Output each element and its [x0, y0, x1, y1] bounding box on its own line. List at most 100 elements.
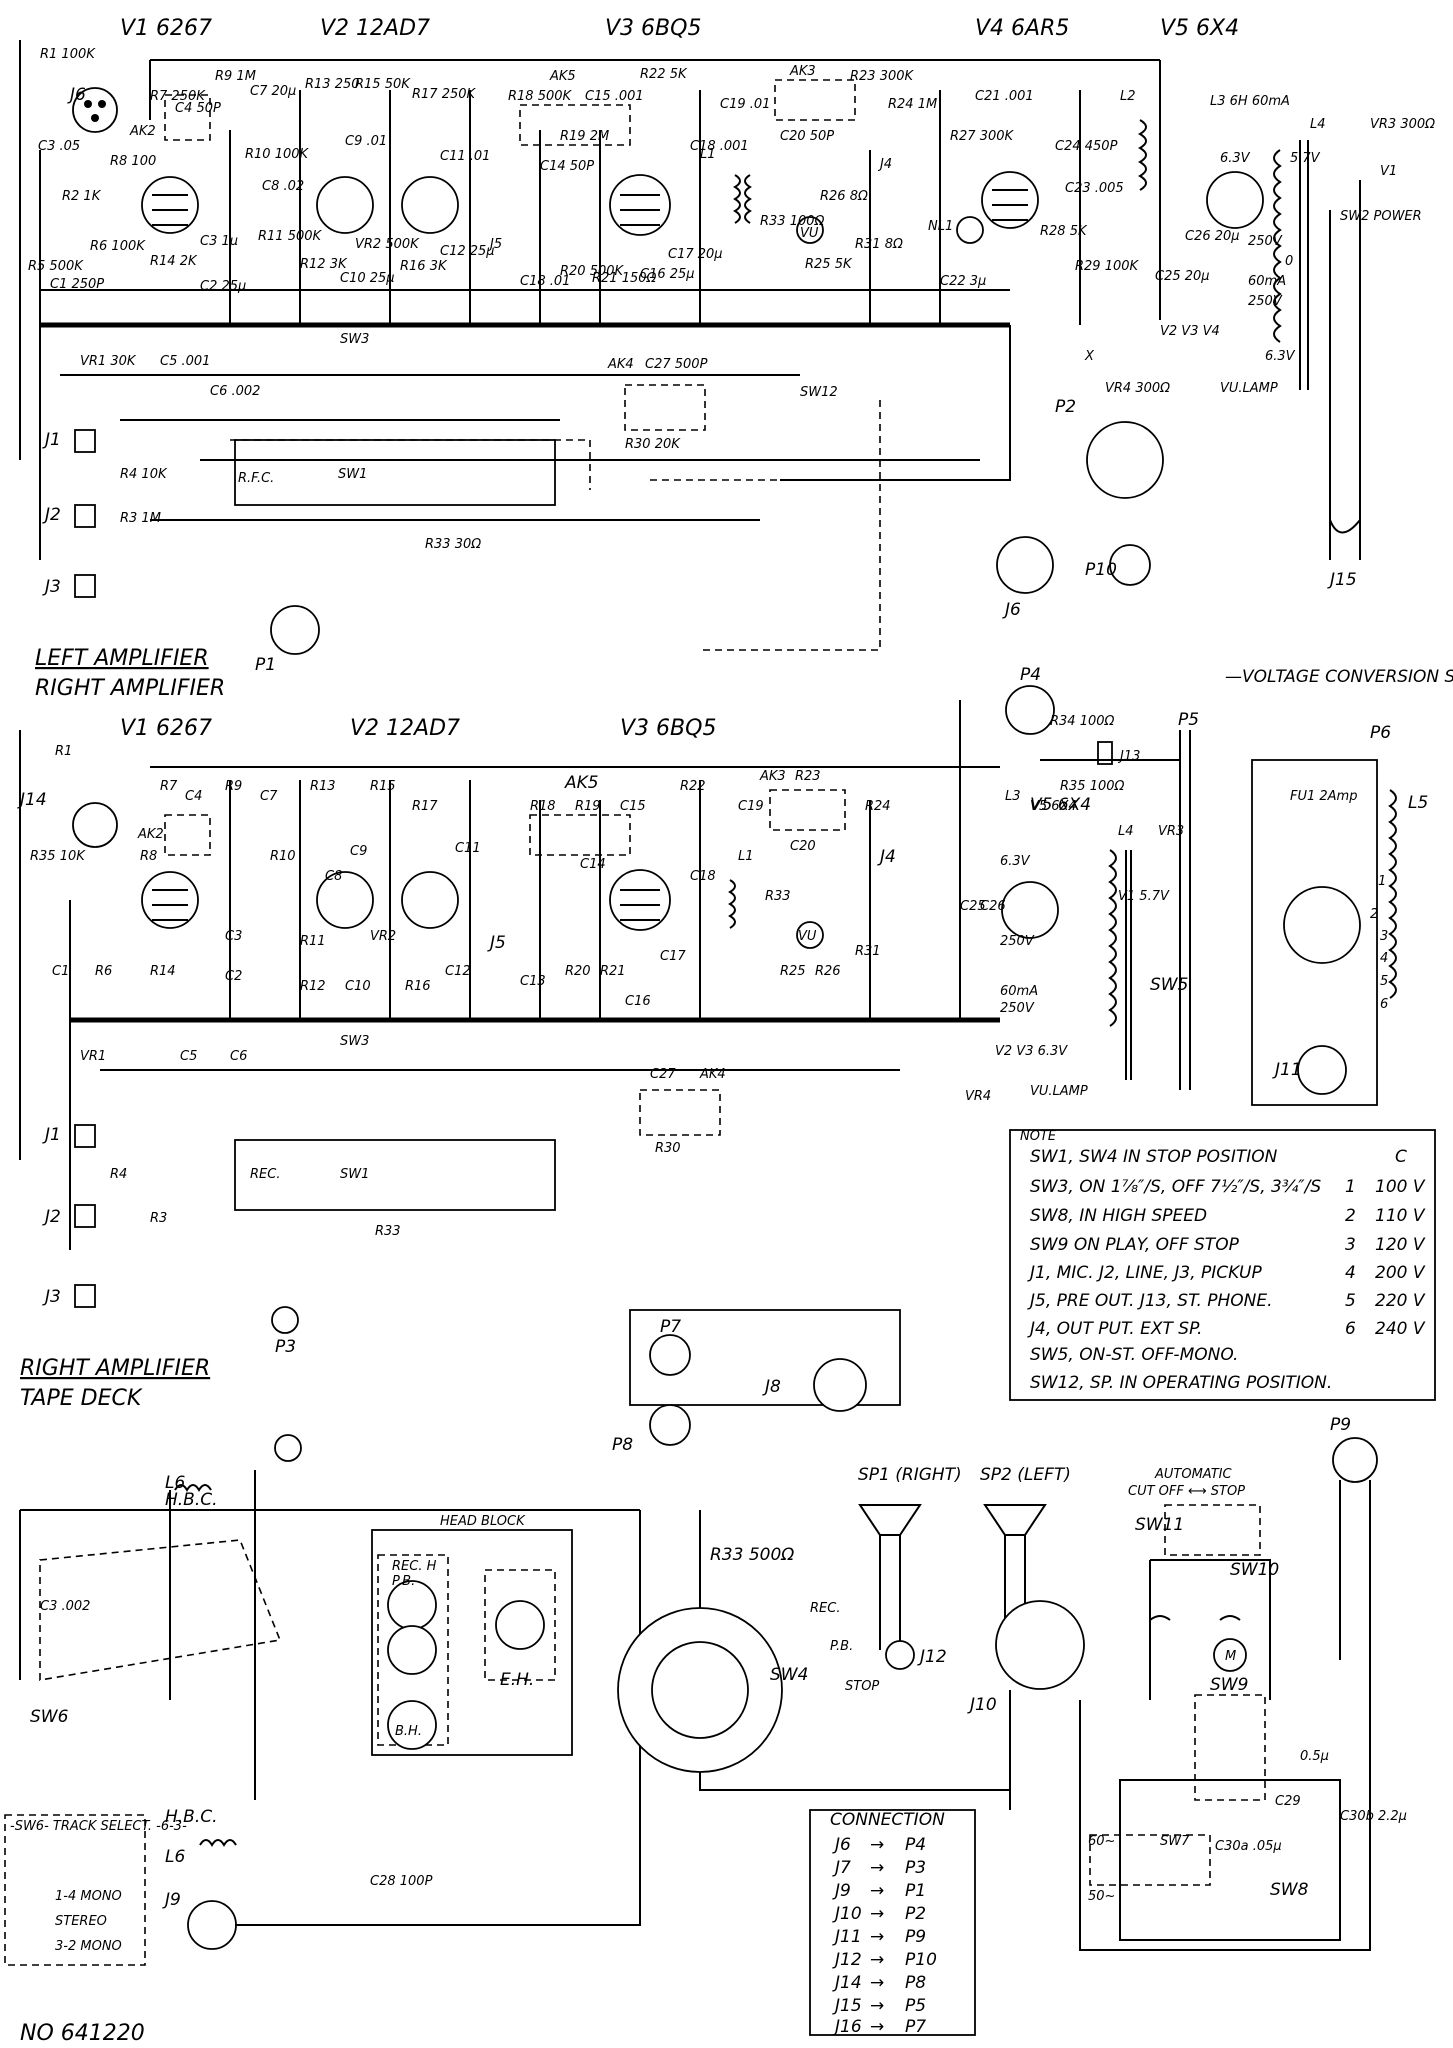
tube-v2-right-b — [401, 871, 459, 929]
power-label: VU.LAMP — [1030, 1084, 1088, 1099]
note-tap: 3 — [1345, 1235, 1356, 1255]
note-volt: 110 V — [1375, 1206, 1426, 1226]
power-label: 60mA — [1000, 984, 1038, 999]
head-block-title: HEAD BLOCK — [440, 1514, 526, 1529]
part-label: 6.3V — [1265, 349, 1296, 364]
part-label: R10 100K — [245, 147, 310, 162]
tape-deck — [4, 1434, 1378, 2036]
part-label: REC. — [250, 1167, 280, 1182]
part-label: 250V — [1248, 234, 1283, 249]
part-label: VR2 500K — [355, 237, 420, 252]
part-label: C19 .01 — [720, 97, 770, 112]
part-label: SW1 — [338, 467, 367, 482]
part-label: C4 50P — [175, 101, 221, 116]
connection-from: J6 — [832, 1835, 851, 1855]
part-label: J4 — [877, 847, 896, 867]
part-label: R21 150Ω — [592, 271, 657, 286]
part-label: J4 — [877, 157, 892, 172]
jack-j2-right — [74, 1204, 96, 1228]
part-label: C18 .001 — [690, 139, 749, 154]
voltage-label: J11 — [1272, 1060, 1302, 1080]
connection-from: J14 — [832, 1973, 862, 1993]
power-label: 250V — [1000, 1001, 1035, 1016]
part-label: R17 — [412, 799, 438, 814]
jack-label: J3 — [42, 577, 61, 597]
connection-list: J6 → P4 J7 → P3 J9 → P1 J10 → P2 J11 → P… — [832, 1835, 937, 2037]
svg-text:→: → — [870, 1881, 884, 1901]
tube-label: V3 6BQ5 — [605, 16, 701, 41]
part-label: R30 20K — [625, 437, 681, 452]
note-line: J5, PRE OUT. J13, ST. PHONE. — [1027, 1291, 1273, 1311]
note-volt: 220 V — [1375, 1291, 1426, 1311]
jack-j14 — [72, 802, 118, 848]
tube-v5-left — [1206, 171, 1264, 229]
jack-j12 — [885, 1640, 915, 1670]
power-label: V2 V3 6.3V — [995, 1044, 1068, 1059]
plug-p2 — [1086, 421, 1164, 499]
part-label: R22 — [680, 779, 706, 794]
tape-label: P.B. — [392, 1574, 415, 1589]
part-label: AK4 — [607, 357, 634, 372]
tube-v2-left-b — [401, 176, 459, 234]
tap-label: 1 — [1378, 874, 1386, 889]
power-label: R35 100Ω — [1060, 779, 1125, 794]
tape-label: SW10 — [1230, 1560, 1279, 1580]
part-label: C27 — [650, 1067, 676, 1082]
part-label: C24 450P — [1055, 139, 1118, 154]
part-label: R25 — [780, 964, 806, 979]
power-label: C26 — [980, 899, 1006, 914]
power-label: L4 — [1118, 824, 1134, 839]
note-tap: 2 — [1345, 1206, 1356, 1226]
part-label: VR3 300Ω — [1370, 117, 1435, 132]
part-label: C1 250P — [50, 277, 104, 292]
part-label: V1 — [1380, 164, 1397, 179]
part-label: C17 20μ — [668, 247, 723, 262]
part-label: C15 — [620, 799, 646, 814]
part-label: AK5 — [549, 69, 576, 84]
note-line: SW1, SW4 IN STOP POSITION — [1030, 1147, 1278, 1167]
part-label: X — [1084, 349, 1095, 364]
tube-v5-right — [1001, 881, 1059, 939]
part-label: R31 — [855, 944, 881, 959]
tube-v2-right-a — [316, 871, 374, 929]
part-label: AK2 — [137, 827, 164, 842]
part-label: C19 — [738, 799, 764, 814]
part-label: R23 — [795, 769, 821, 784]
section-title-right-amp: RIGHT AMPLIFIER — [35, 676, 225, 701]
part-label: AK3 — [759, 769, 786, 784]
note-tap: 1 — [1345, 1177, 1356, 1197]
jack-j3-right — [74, 1284, 96, 1308]
part-label: C5 .001 — [160, 354, 210, 369]
jack-label: J1 — [42, 430, 61, 450]
connection-title: CONNECTION — [830, 1810, 945, 1830]
note-tap: 4 — [1345, 1263, 1356, 1283]
part-label: R1 — [55, 744, 72, 759]
jack-label: J2 — [42, 505, 61, 525]
part-label: VR2 — [370, 929, 396, 944]
jack-j8 — [813, 1358, 867, 1412]
vu-meter-left — [796, 216, 824, 244]
part-label: R26 — [815, 964, 841, 979]
tape-label: C30b 2.2μ — [1340, 1809, 1407, 1824]
tape-label: R33 500Ω — [710, 1545, 794, 1565]
part-label: R14 — [150, 964, 176, 979]
connection-from: J7 — [832, 1858, 851, 1878]
tape-label: SW7 — [1160, 1834, 1190, 1849]
voltage-label: P6 — [1370, 723, 1391, 743]
tube-label: V3 6BQ5 — [620, 716, 716, 741]
part-label: C1 — [52, 964, 69, 979]
part-label: VU.LAMP — [1220, 381, 1278, 396]
part-label: R27 300K — [950, 129, 1015, 144]
tube-v2-left-a — [316, 176, 374, 234]
note-line: J4, OUT PUT. EXT SP. — [1027, 1319, 1202, 1339]
tape-label: P9 — [1330, 1415, 1351, 1435]
sw6-legend-title: -SW6- TRACK SELECT. -6-3- — [10, 1819, 187, 1834]
part-label: SW3 — [340, 1034, 369, 1049]
part-label: R15 50K — [355, 77, 411, 92]
note-title: NOTE — [1020, 1129, 1057, 1144]
tape-label: J10 — [967, 1695, 997, 1715]
part-label: VR1 — [80, 1049, 106, 1064]
connection-to: P2 — [905, 1904, 926, 1924]
part-label: C9 .01 — [345, 134, 387, 149]
part-label: R21 — [600, 964, 626, 979]
